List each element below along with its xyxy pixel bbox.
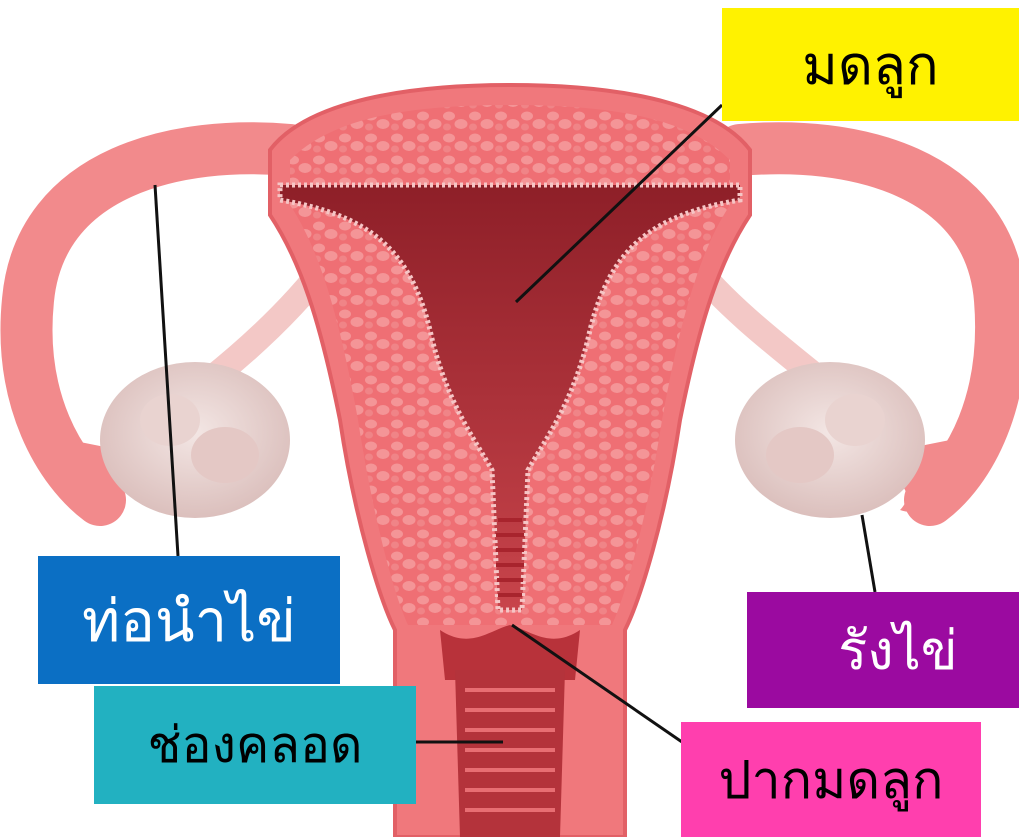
ovary-label: รังไข่ <box>747 592 1019 708</box>
right-ovary <box>735 362 925 518</box>
left-ovary <box>100 362 290 518</box>
fallopian-tube-label: ท่อนำไข่ <box>38 556 340 684</box>
uterus-label: มดลูก <box>722 8 1019 121</box>
cervix-label: ปากมดลูก <box>681 722 981 837</box>
ovary-leader-line <box>862 515 875 592</box>
vagina-label: ช่องคลอด <box>94 686 416 804</box>
vaginal-rugae <box>465 690 555 810</box>
